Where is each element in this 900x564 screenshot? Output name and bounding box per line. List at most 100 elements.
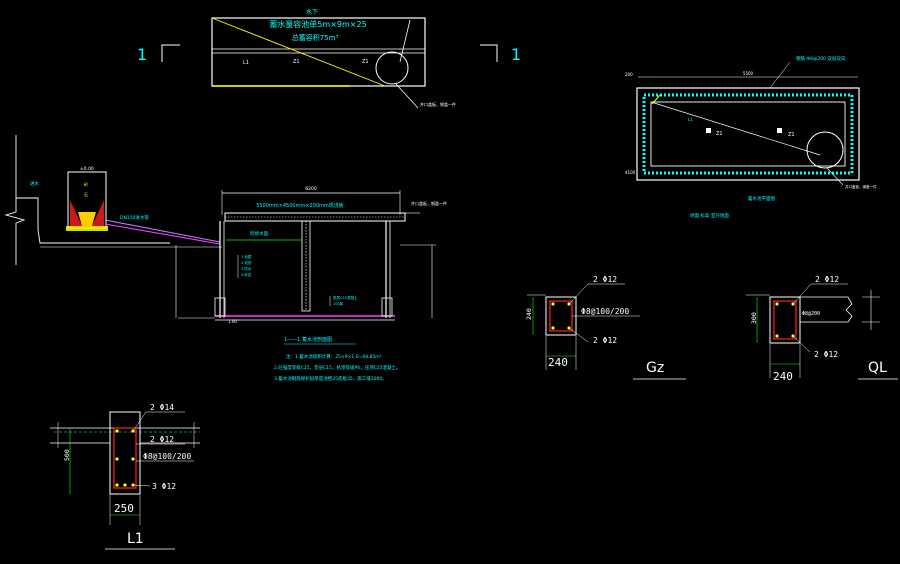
gz-top-leader: [568, 283, 589, 305]
l1-bar-3: [115, 457, 119, 461]
gz-top-rebar: 2 Φ12: [593, 275, 617, 284]
gz-bar-3: [551, 326, 555, 330]
l1-detail: 2 Φ14 2 Φ12 Φ8@100/200 3 Φ12 500 250 L1: [50, 403, 200, 550]
bottom-mark: 1.00: [228, 319, 237, 324]
plan-left-dim-top: 200: [625, 72, 633, 77]
inlet-pipe-1: [104, 219, 221, 243]
top-plan-line2: 蓄水量容池单5m×9m×25: [269, 19, 366, 29]
plan-dim-top-text: 5500: [743, 71, 754, 76]
ql-bar-1: [775, 302, 779, 306]
note-line-1: 1.池壁: [241, 254, 252, 259]
note-line-3: 3.防水: [241, 266, 252, 271]
ql-stirrup: [773, 300, 797, 340]
l1-bar-6: [123, 483, 127, 487]
general-notes: 注：1.蓄水池容积计算：25×9×1.0=68.85m³ 2.砼强度等级C25，…: [274, 353, 400, 382]
section-mark-left-num: 1: [137, 45, 147, 64]
plan-outer-wall: [636, 87, 860, 181]
ql-bar-3: [775, 334, 779, 338]
left-inlet-label: 进水: [30, 180, 39, 187]
plan-label-l1: L1: [688, 117, 693, 122]
plan-column-mark-2: [777, 128, 782, 133]
top-plan-label-z1a: Z1: [293, 59, 300, 65]
gz-stirrup-label: Φ8@100/200: [581, 307, 629, 316]
plan-top-note: 钢筋 Φ8@200 双层双向: [796, 55, 846, 62]
left-tank-text-1: 砂: [84, 181, 88, 187]
left-tank-fill: [70, 200, 104, 226]
ql-title: QL: [868, 360, 887, 376]
water-level-label: 检修水面: [250, 230, 268, 237]
plan-corner-mark: [651, 94, 661, 105]
right-slab-note: 井口盖板，钢盖一件: [411, 200, 447, 206]
left-tank-text-2: 石: [84, 192, 88, 197]
l1-bar-5: [115, 483, 119, 487]
ql-section: [769, 296, 801, 344]
l1-title: L1: [127, 531, 144, 547]
ql-stirrup-label: Φ8@200: [802, 311, 820, 317]
plan-label-pit: Z1: [788, 132, 795, 138]
gz-width: 240: [548, 356, 568, 369]
left-tank-base: [66, 226, 108, 231]
pipe-note: DN150进水管: [120, 214, 149, 221]
top-plan-pit-leader: [395, 83, 419, 109]
l1-mid-rebar: 2 Φ12: [150, 435, 174, 444]
overall-dim-text: 6200: [305, 186, 317, 192]
l1-width: 250: [114, 502, 134, 515]
ql-top-rebar: 2 Φ12: [815, 275, 839, 284]
top-plan-pit-circle: [375, 51, 409, 85]
note-line-2: 2.池底: [241, 260, 252, 265]
top-plan-label-l1: L1: [243, 60, 249, 66]
top-plan-diagonal: [211, 17, 386, 87]
note-2: 2.砼强度等级C25，垫层C15，抗渗等级P6，压顶C25混凝土。: [274, 364, 400, 371]
top-plan-label-z1b: Z1: [362, 59, 369, 65]
footing-left: [214, 297, 226, 317]
section-cut-marks: 1 1: [137, 44, 521, 64]
plan-pit-circle: [806, 131, 844, 169]
gz-title: Gz: [646, 360, 664, 376]
plan-subtitle: 地面 标高 室外地面: [690, 212, 729, 219]
top-plan-view: 水下 蓄水量容池单5m×9m×25 总蓄容积75m³ L1 Z1 Z1 井口盖板…: [211, 8, 456, 109]
gz-bottom-rebar: 2 Φ12: [593, 336, 617, 345]
section-view: 进水 ±0.00 砂 石 DN150进水管 6200 5500mm×4500mm…: [4, 135, 447, 345]
section-mark-right: [480, 44, 498, 62]
top-plan-line1: 水下: [306, 8, 318, 16]
l1-stirrup-label: Φ8@100/200: [143, 452, 191, 461]
section-title: 1——1 蓄水池剖面图: [284, 336, 332, 343]
ground-break-left: [4, 135, 26, 265]
footing-right: [381, 297, 393, 317]
l1-stirrup: [113, 427, 137, 489]
l1-top-rebar: 2 Φ14: [150, 403, 174, 412]
l1-height: 500: [63, 449, 71, 461]
bottom-note-1: 垫层C15混凝土: [333, 295, 358, 300]
plan-column-mark: [706, 128, 711, 133]
note-1: 注：1.蓄水池容积计算：25×9×1.0=68.85m³: [286, 353, 382, 360]
ql-bottom-leader: [792, 335, 811, 353]
plan-wall-hatch: [642, 93, 854, 175]
left-tank-top-label: ±0.00: [80, 166, 94, 172]
plan-left-dim-bottom: 4100: [625, 170, 636, 175]
ql-height: 300: [750, 312, 758, 324]
right-plan-view: 5500 钢筋 Φ8@200 双层双向 200 4100 井口盖板，钢盖一件 Z…: [625, 55, 877, 219]
l1-bottom-leader: [132, 484, 151, 487]
l1-section: [109, 411, 141, 495]
inlet-pipe-2: [104, 223, 221, 245]
ql-top-leader: [792, 283, 812, 305]
l1-top-leader: [132, 411, 147, 432]
ql-slab-break: [800, 296, 853, 323]
ql-detail: 2 Φ12 Φ8@200 2 Φ12 300 240 QL: [746, 275, 898, 383]
ql-bottom-rebar: 2 Φ12: [814, 350, 838, 359]
l1-bottom-rebar: 3 Φ12: [152, 482, 176, 491]
plan-leader-note: 井口盖板，钢盖一件: [845, 184, 877, 189]
left-tank-core: [78, 212, 96, 226]
plan-inner-wall: [650, 101, 846, 167]
top-slab-note: 5500mm×4500mm×200mm现浇板: [256, 202, 344, 209]
l1-bar-4: [131, 457, 135, 461]
top-plan-leader-note: 井口盖板，钢盖一件: [420, 101, 456, 107]
gz-height: 240: [525, 308, 533, 320]
top-plan-line3: 总蓄容积75m³: [292, 33, 339, 42]
l1-bar-1: [115, 429, 119, 433]
section-mark-left: [161, 44, 180, 62]
gz-bottom-leader: [568, 327, 589, 343]
plan-title: 蓄水池平面图: [748, 195, 775, 202]
